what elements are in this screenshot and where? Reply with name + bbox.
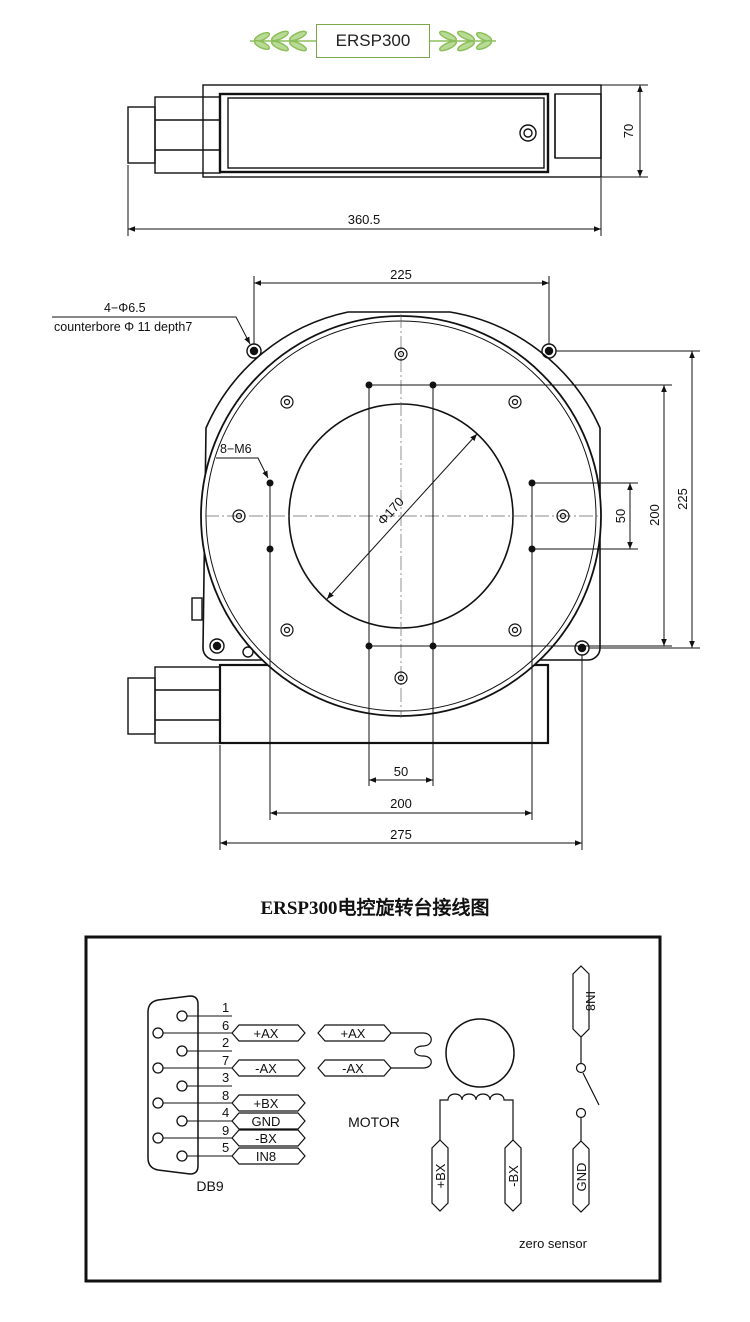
model-title: ERSP300 [316, 24, 430, 58]
pin-number: 6 [222, 1018, 229, 1033]
db9-label: DB9 [196, 1178, 223, 1194]
side-view-dimensions [127, 84, 648, 236]
wiring-frame [84, 935, 662, 1283]
motor-lead-tags [431, 1139, 522, 1212]
side-view [127, 84, 602, 178]
signal-label: +BX [254, 1096, 279, 1111]
top-view-dimension-lines [52, 276, 700, 850]
signal-label: -AX [255, 1061, 277, 1076]
pin-number: 1 [222, 1000, 229, 1015]
pin-number: 3 [222, 1070, 229, 1085]
pin-number: 5 [222, 1140, 229, 1155]
dim-height-label: 70 [621, 124, 636, 138]
dim-bottom-275: 275 [390, 827, 412, 842]
dim-top-225: 225 [390, 267, 412, 282]
motor-signal-label: +AX [341, 1026, 366, 1041]
pin-number: 8 [222, 1088, 229, 1103]
dim-right-50: 50 [613, 509, 628, 523]
motor-coil-a [391, 1032, 432, 1069]
sensor-bottom-label: GND [574, 1163, 589, 1192]
title-ornament-right [430, 30, 496, 52]
zero-sensor-switch [575, 1037, 600, 1141]
dim-right-225: 225 [675, 488, 690, 510]
sensor-top-label: IN8 [583, 991, 598, 1011]
dim-bottom-50: 50 [394, 764, 408, 779]
signal-label: GND [252, 1114, 281, 1129]
bolt-circle-holes [232, 347, 570, 685]
pin-number: 4 [222, 1105, 229, 1120]
base-plate [202, 311, 601, 661]
zero-sensor-label: zero sensor [519, 1236, 588, 1251]
db9-connector-shell [147, 995, 199, 1175]
dim-bottom-200: 200 [390, 796, 412, 811]
db9-pin-wires [163, 1015, 232, 1157]
signal-label: +AX [254, 1026, 279, 1041]
motor-symbol [445, 1018, 515, 1088]
dim-length-label: 360.5 [348, 212, 381, 227]
pin-number: 9 [222, 1123, 229, 1138]
signal-label: IN8 [256, 1149, 276, 1164]
pin-number: 2 [222, 1035, 229, 1050]
signal-label: -BX [255, 1131, 277, 1146]
dim-right-200: 200 [647, 504, 662, 526]
thread-note: 8−M6 [220, 442, 252, 456]
motor-lead-label: -BX [506, 1165, 521, 1187]
motor-coil-b [439, 1093, 514, 1140]
m6-threaded-holes [266, 381, 536, 650]
signal-tags [231, 1024, 306, 1165]
title-ornament-left [250, 30, 316, 52]
motor-label: MOTOR [348, 1114, 400, 1130]
motor-lead-label: +BX [433, 1163, 448, 1188]
mount-hole-note-line2: counterbore Φ 11 depth7 [54, 320, 192, 334]
pin-number: 7 [222, 1053, 229, 1068]
motor-signal-label: -AX [342, 1061, 364, 1076]
sensor-tags [572, 965, 590, 1213]
wiring-heading: ERSP300电控旋转台接线图 [260, 898, 490, 919]
mount-hole-note-line1: 4−Φ6.5 [104, 301, 146, 315]
